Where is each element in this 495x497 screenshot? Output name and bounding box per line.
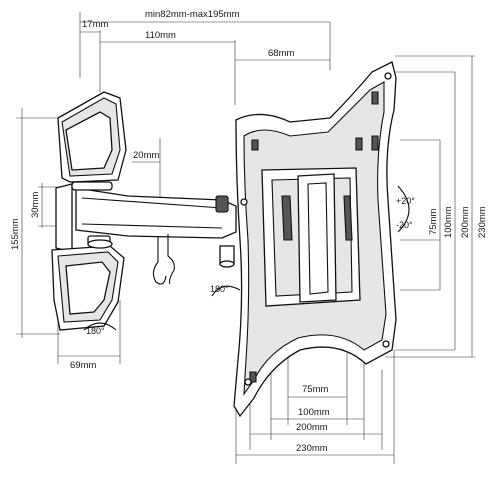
rotation-left-label: 180°	[86, 326, 105, 336]
dim-right-230: 230mm	[477, 206, 488, 238]
dim-arm-20: 20mm	[133, 150, 159, 161]
dim-right-75: 75mm	[428, 209, 439, 235]
dim-left-155: 155mm	[10, 218, 21, 250]
tilt-arrow-icon	[397, 185, 410, 233]
dimension-lines	[16, 12, 475, 464]
rotation-arrows	[83, 185, 410, 331]
dim-right-100: 100mm	[443, 206, 454, 238]
tilt-up-label: +20°	[396, 196, 415, 206]
dimension-labels: min82mm-max195mm 17mm 110mm 68mm 20mm 30…	[10, 9, 488, 454]
dim-bottom-230: 230mm	[296, 443, 328, 454]
dim-top-110: 110mm	[145, 30, 176, 41]
rotate-arrow-icon	[211, 285, 241, 297]
dim-top-range: min82mm-max195mm	[145, 9, 240, 20]
swing-arm	[71, 181, 237, 285]
dim-bottom-75: 75mm	[302, 384, 328, 395]
tilt-down-label: -20°	[396, 220, 413, 230]
rotate-arrow-icon	[83, 322, 117, 331]
wall-plate	[51, 91, 127, 331]
dim-top-68: 68mm	[268, 48, 294, 59]
dim-top-17: 17mm	[82, 19, 108, 30]
dim-left-30: 30mm	[30, 192, 41, 218]
dim-bottom-69: 69mm	[70, 360, 96, 371]
vesa-plate	[233, 61, 397, 418]
dim-bottom-200: 200mm	[296, 422, 328, 433]
dim-right-200: 200mm	[460, 206, 471, 238]
rotation-mid-label: 180°	[210, 284, 229, 294]
dim-bottom-100: 100mm	[298, 407, 330, 418]
